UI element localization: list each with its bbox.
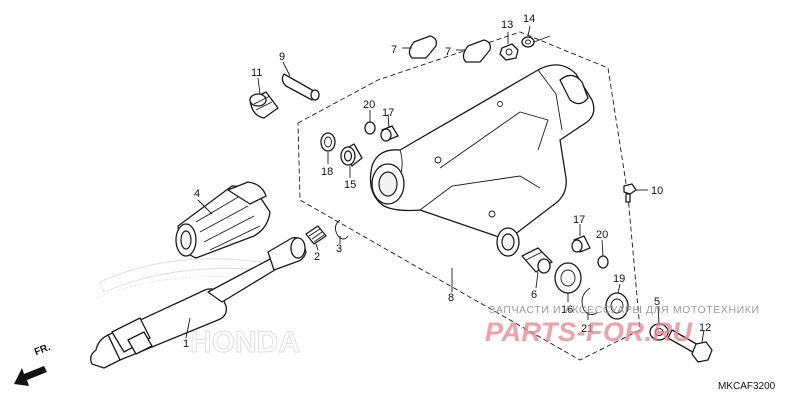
front-arrow-icon: [14, 366, 47, 386]
callout-7b: 7: [445, 46, 451, 58]
callout-10: 10: [651, 185, 663, 197]
callout-15: 15: [344, 179, 356, 191]
bolt-sleeve: [249, 91, 279, 119]
callout-12: 12: [699, 322, 711, 334]
pivot-pin: [281, 73, 320, 101]
callout-labels: 1 2 3 4 5 6 7 7 8 9 10 11 12 13 14 15 16…: [183, 13, 711, 350]
callout-17b: 17: [573, 214, 585, 226]
bolt-10: [623, 183, 637, 203]
callout-20a: 20: [363, 99, 375, 111]
spring-2: [305, 225, 327, 245]
watermark-tagline: ЗАПЧАСТИ И АКСЕССУАРЫ ДЛЯ МОТОТЕХНИКИ: [489, 304, 760, 316]
nut: [499, 43, 519, 61]
bolt-12: [667, 329, 713, 363]
callout-9: 9: [279, 51, 285, 63]
watermark-brand: PARTS-FOR.RU: [485, 317, 693, 347]
swingarm: [369, 64, 595, 257]
callout-3: 3: [336, 243, 342, 255]
seal-18-left: [320, 132, 336, 152]
drive-shaft: [90, 237, 307, 369]
callout-21: 21: [581, 323, 593, 335]
callout-16: 16: [561, 304, 573, 316]
bearing-15-left: [340, 143, 363, 167]
shaft-boot: [175, 181, 271, 259]
callout-6: 6: [531, 289, 537, 301]
bearing-17-right: [571, 235, 591, 253]
honda-logo-text: HONDA: [190, 326, 300, 359]
callout-19: 19: [613, 273, 625, 285]
callout-13: 13: [501, 19, 513, 31]
shaft-6: [521, 247, 553, 274]
washer: [521, 36, 535, 48]
callout-14: 14: [523, 13, 535, 25]
circlip-3: [335, 219, 349, 240]
cap-plate-b: [462, 39, 492, 63]
ring-20-left: [364, 121, 376, 135]
callout-18: 18: [321, 166, 333, 178]
callout-2: 2: [314, 251, 320, 263]
diagram-code: MKCAF3200: [718, 381, 776, 392]
callout-8: 8: [448, 292, 454, 304]
seal-16: [554, 262, 582, 294]
seal-19: [605, 292, 629, 320]
circlip-21: [581, 287, 599, 315]
callout-1: 1: [183, 338, 189, 350]
callout-11: 11: [251, 67, 262, 79]
cap-plate-a: [408, 35, 438, 59]
callout-7a: 7: [391, 44, 397, 56]
callout-17a: 17: [382, 107, 394, 119]
honda-wing-logo: HONDA: [95, 258, 301, 360]
callout-5: 5: [654, 296, 660, 308]
callout-20b: 20: [596, 229, 608, 241]
callout-4: 4: [194, 188, 200, 200]
bearing-17-left: [380, 125, 399, 142]
ring-20-right: [597, 255, 609, 269]
